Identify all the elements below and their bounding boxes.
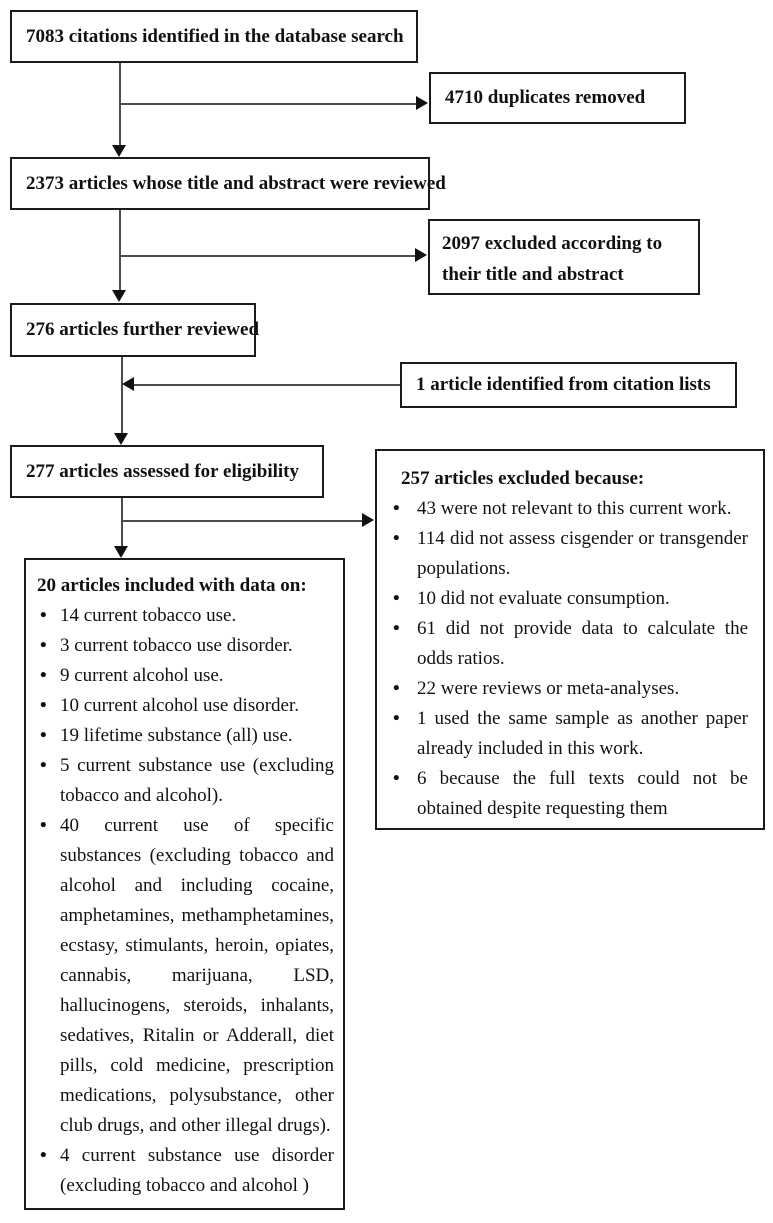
excluded-list: 43 were not relevant to this current wor… bbox=[377, 494, 763, 824]
list-item: 10 current alcohol use disorder. bbox=[26, 691, 343, 721]
box-duplicates-removed: 4710 duplicates removed bbox=[429, 72, 686, 124]
arrowhead-right-icon bbox=[415, 248, 427, 262]
list-item: 19 lifetime substance (all) use. bbox=[26, 721, 343, 751]
list-item: 114 did not assess cisgender or transgen… bbox=[377, 524, 763, 584]
box-excluded-reasons: 257 articles excluded because: 43 were n… bbox=[375, 449, 765, 830]
box-title-abstract-reviewed: 2373 articles whose title and abstract w… bbox=[10, 157, 446, 210]
arrowhead-down-icon bbox=[114, 546, 128, 558]
box-citations-identified: 7083 citations identified in the databas… bbox=[10, 10, 418, 63]
connector-reviewed-to-further bbox=[119, 210, 121, 291]
included-list: 14 current tobacco use. 3 current tobacc… bbox=[26, 601, 343, 1201]
arrowhead-down-icon bbox=[112, 145, 126, 157]
excluded-header: 257 articles excluded because: bbox=[401, 468, 645, 489]
box-citation-lists: 1 article identified from citation lists bbox=[400, 362, 737, 408]
connector-citations-to-reviewed bbox=[119, 63, 121, 146]
list-item: 22 were reviews or meta-analyses. bbox=[377, 674, 763, 704]
arrowhead-right-icon bbox=[416, 96, 428, 110]
arrowhead-left-icon bbox=[122, 377, 134, 391]
arrowhead-down-icon bbox=[114, 433, 128, 445]
arrowhead-down-icon bbox=[112, 290, 126, 302]
list-item: 5 current substance use (excluding tobac… bbox=[26, 751, 343, 811]
list-item: 40 current use of specific substances (e… bbox=[26, 811, 343, 1141]
connector-to-excluded bbox=[121, 520, 363, 522]
list-item: 9 current alcohol use. bbox=[26, 661, 343, 691]
connector-from-citation-lists bbox=[134, 384, 400, 386]
arrowhead-right-icon bbox=[362, 513, 374, 527]
list-item: 3 current tobacco use disorder. bbox=[26, 631, 343, 661]
list-item: 61 did not provide data to calculate the… bbox=[377, 614, 763, 674]
list-item: 4 current substance use disorder (exclud… bbox=[26, 1141, 343, 1201]
list-item: 1 used the same sample as another paper … bbox=[377, 704, 763, 764]
list-item: 6 because the full texts could not be ob… bbox=[377, 764, 763, 824]
box-excluded-title-abstract: 2097 excluded according to their title a… bbox=[428, 219, 700, 295]
list-item: 43 were not relevant to this current wor… bbox=[377, 494, 763, 524]
connector-eligibility-to-included bbox=[121, 498, 123, 547]
included-header: 20 articles included with data on: bbox=[37, 575, 307, 596]
list-item: 10 did not evaluate consumption. bbox=[377, 584, 763, 614]
connector-to-excluded-title-abstract bbox=[119, 255, 415, 257]
box-eligibility: 277 articles assessed for eligibility bbox=[10, 445, 324, 498]
connector-further-to-eligibility bbox=[121, 357, 123, 434]
connector-to-duplicates bbox=[119, 103, 416, 105]
box-further-reviewed: 276 articles further reviewed bbox=[10, 303, 259, 357]
list-item: 14 current tobacco use. bbox=[26, 601, 343, 631]
box-included-articles: 20 articles included with data on: 14 cu… bbox=[24, 558, 345, 1210]
